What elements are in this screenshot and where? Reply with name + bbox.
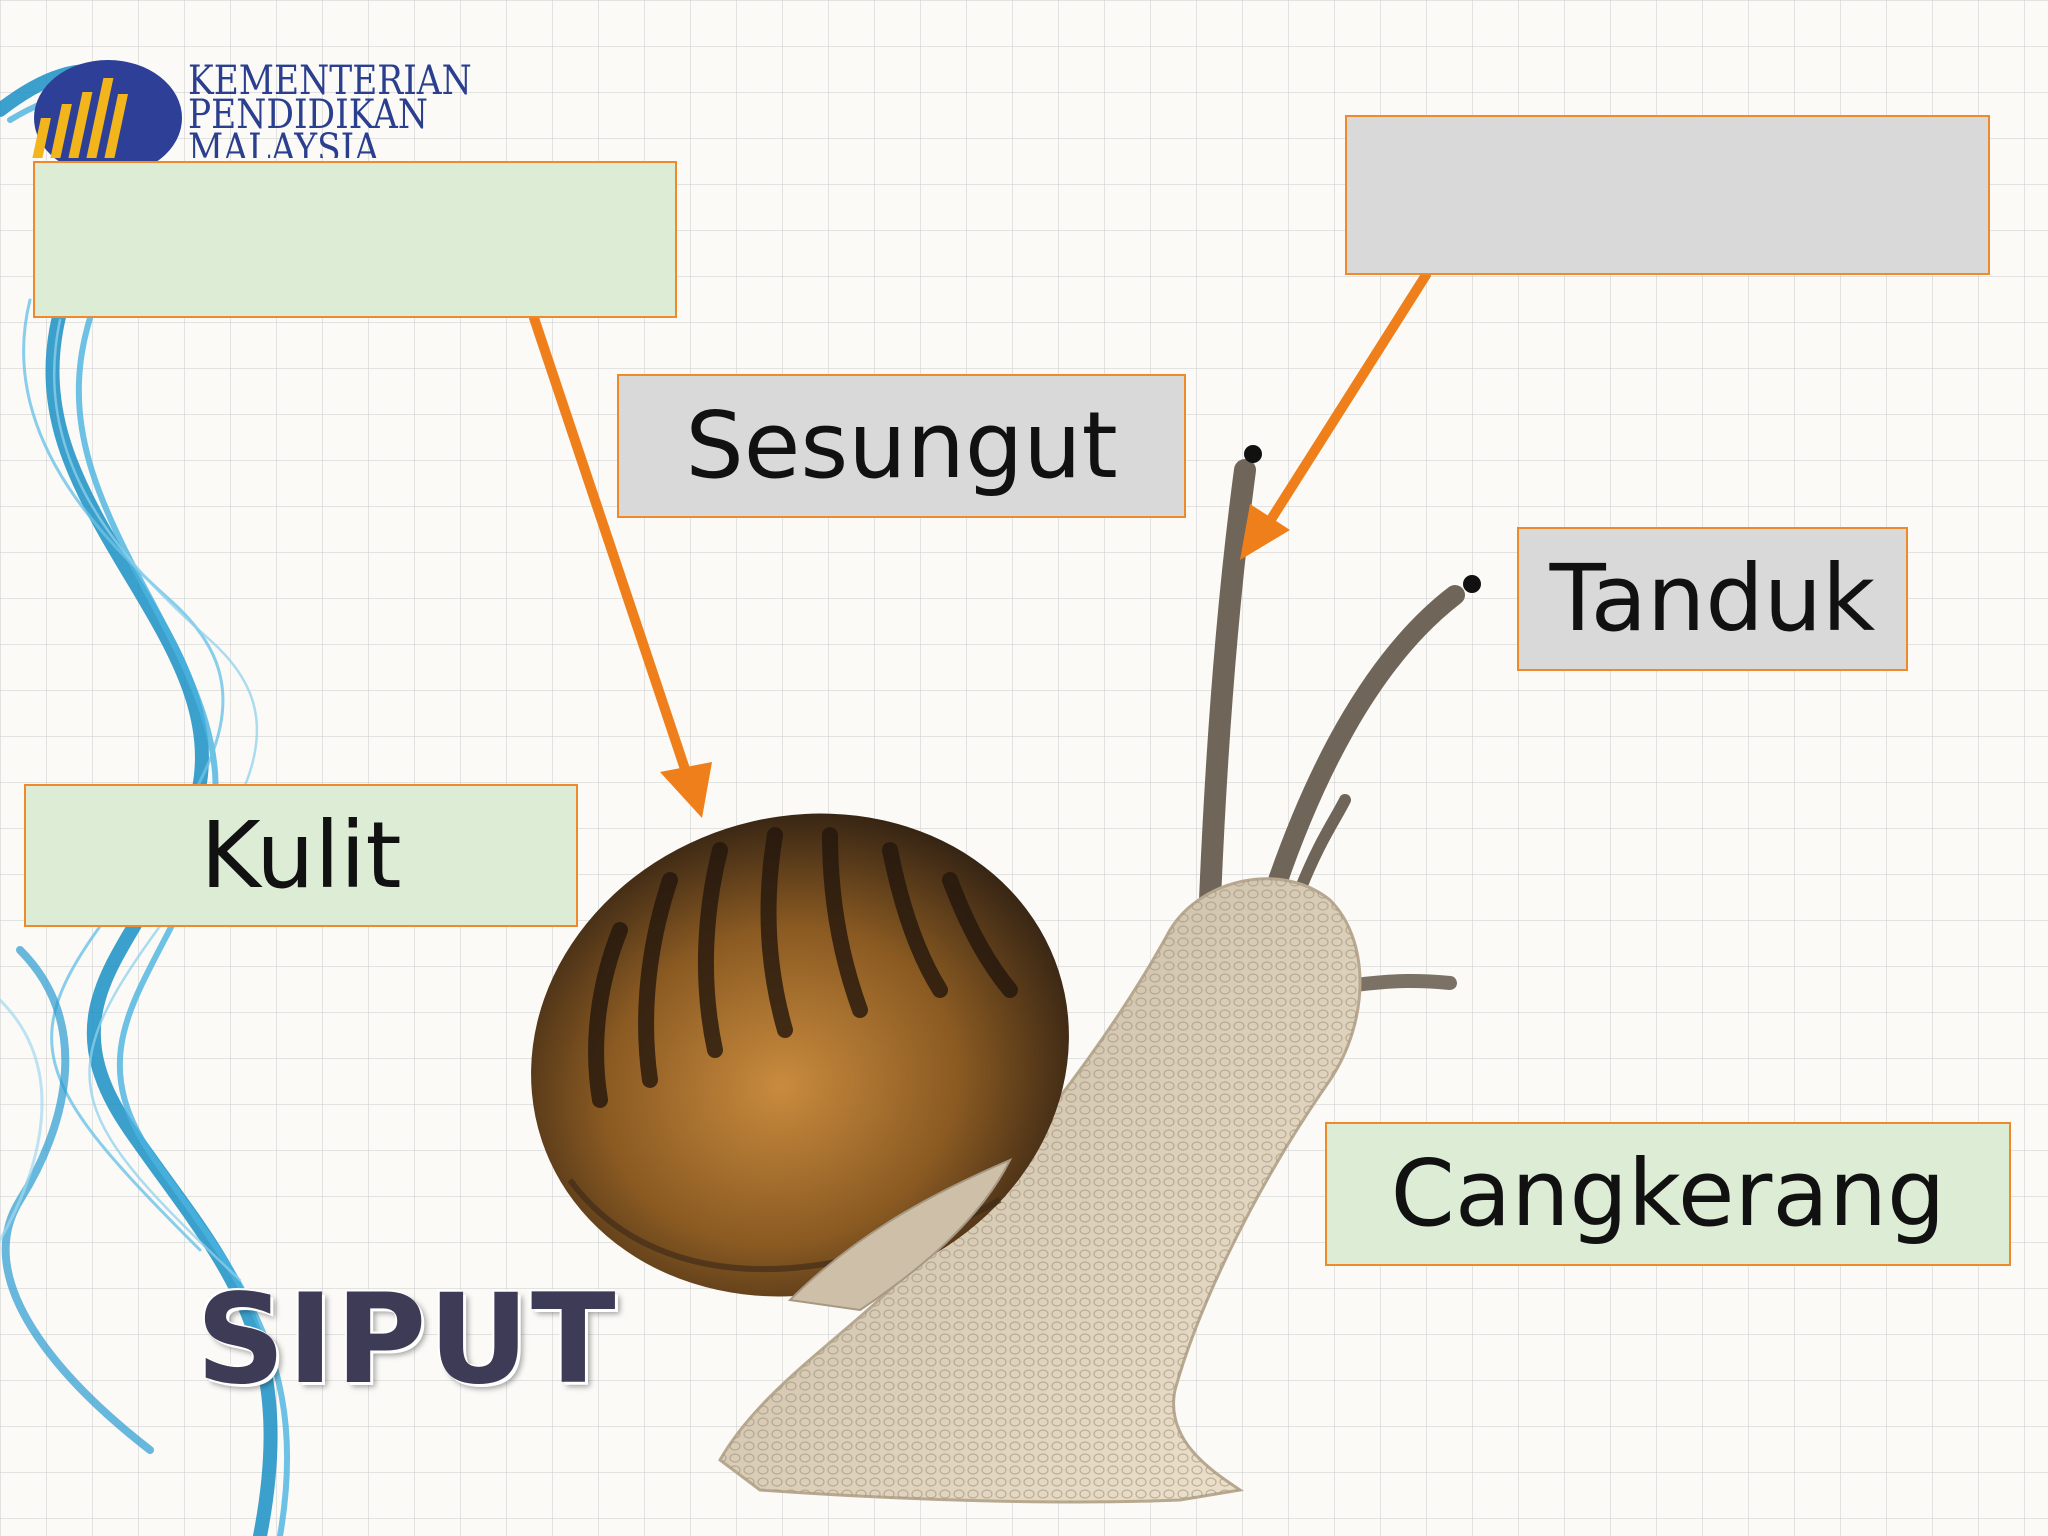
logo-line-1: KEMENTERIAN (188, 58, 472, 104)
label-box-sesungut[interactable]: Sesungut (617, 374, 1186, 518)
label-box-blank-left[interactable] (33, 161, 677, 318)
label-kulit-text: Kulit (200, 801, 402, 909)
arrow-kulit-blank (529, 313, 697, 795)
label-tanduk-text: Tanduk (1549, 545, 1876, 652)
label-box-blank-right[interactable] (1345, 115, 1990, 275)
logo-line-2: PENDIDIKAN (188, 92, 428, 138)
label-box-cangkerang[interactable]: Cangkerang (1325, 1122, 2011, 1266)
label-cangkerang-text: Cangkerang (1390, 1140, 1946, 1247)
snail-tentacles (1199, 459, 1465, 992)
diagram-title: SIPUT (196, 1268, 618, 1412)
label-box-tanduk[interactable]: Tanduk (1517, 527, 1908, 671)
ministry-logo-text: KEMENTERIAN PENDIDIKAN MALAYSIA (188, 58, 472, 158)
ministry-logo-emblem (32, 60, 182, 176)
label-box-kulit[interactable]: Kulit (24, 784, 578, 927)
label-sesungut-text: Sesungut (685, 392, 1118, 499)
logo-line-3: MALAYSIA (188, 132, 380, 158)
arrow-tanduk-blank (1253, 270, 1431, 545)
